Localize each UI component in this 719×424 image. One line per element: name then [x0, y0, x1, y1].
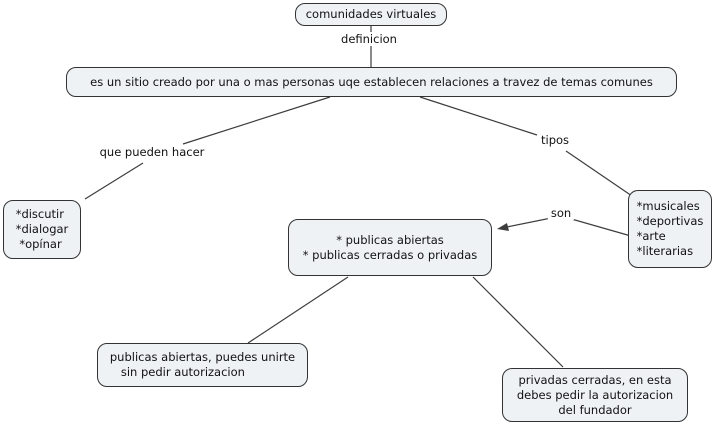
connector-definition-tipos: [419, 96, 538, 136]
node-comunidades-virtuales[interactable]: comunidades virtuales: [295, 3, 447, 26]
link-label-definicion[interactable]: definicion: [338, 32, 400, 46]
node-tipos-lista[interactable]: *musicales *deportivas *arte *literarias: [628, 190, 712, 268]
node-publicas-privadas[interactable]: * publicas abiertas * publicas cerradas …: [288, 219, 492, 276]
connector-tipos-types: [565, 150, 633, 197]
link-label-que-pueden-hacer[interactable]: que pueden hacer: [96, 145, 208, 159]
connector-quepuedenhacer-actions: [84, 162, 144, 200]
node-definicion-sitio[interactable]: es un sitio creado por una o mas persona…: [66, 67, 677, 97]
node-privadas-cerradas[interactable]: privadas cerradas, en esta debes pedir l…: [502, 368, 688, 422]
link-label-son[interactable]: son: [547, 206, 575, 220]
connector-kinds-private: [472, 276, 564, 368]
connector-definition-quepuedenhacer: [182, 96, 331, 145]
node-publicas-abiertas[interactable]: publicas abiertas, puedes unirte sin ped…: [97, 343, 308, 387]
link-label-tipos[interactable]: tipos: [537, 133, 573, 147]
connector-kinds-open: [247, 276, 349, 344]
arrowhead-son-icon: [497, 223, 509, 231]
node-acciones[interactable]: *discutir *dialogar *opínar: [3, 200, 81, 259]
